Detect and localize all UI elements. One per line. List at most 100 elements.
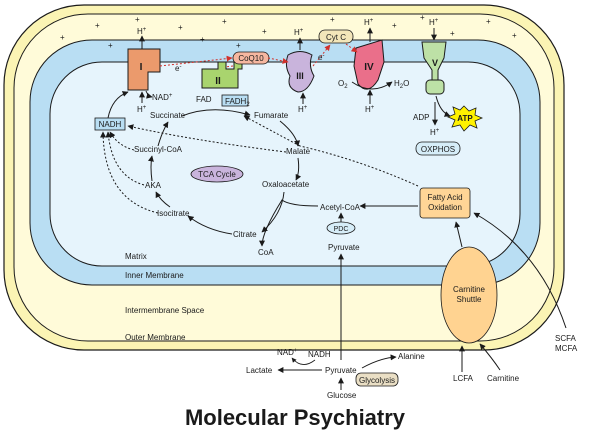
svg-text:+: + — [512, 31, 517, 40]
carnitine-arrow — [479, 343, 501, 371]
svg-text:+: + — [420, 13, 425, 22]
nadh-box-label: NADH — [99, 120, 122, 129]
svg-text:+: + — [222, 17, 227, 26]
h-plus-c4-bottom: H+ — [365, 105, 375, 114]
lactate: Lactate — [246, 366, 273, 375]
complex-v-base — [425, 79, 445, 95]
mcfa-label: MCFA — [555, 344, 578, 353]
svg-text:+: + — [200, 35, 205, 44]
lcfa-label: LCFA — [453, 374, 474, 383]
cytc-label: Cyt C — [326, 33, 346, 42]
h2o-label: H2O — [394, 79, 409, 90]
carnitine-shuttle-line1: Carnitine — [453, 285, 486, 294]
shuttle-to-fao — [454, 221, 463, 248]
pyruvate-to-alanine — [361, 354, 397, 369]
fao-line2: Oxidation — [428, 203, 462, 212]
svg-text:+: + — [108, 41, 113, 50]
svg-text:+: + — [178, 23, 183, 32]
svg-text:+: + — [95, 21, 100, 30]
matrix-label: Matrix — [125, 252, 147, 261]
aka: AKA — [145, 181, 162, 190]
h-plus-c3-bottom: H+ — [298, 105, 308, 114]
h-plus-c5-top: H+ — [429, 18, 439, 27]
nadh-to-nad-curve — [291, 357, 316, 365]
pyruvate-cyto: Pyruvate — [325, 366, 357, 375]
carnitine-label: Carnitine — [487, 374, 520, 383]
coq10-label: CoQ10 — [238, 54, 264, 63]
fadh2-label: FADH2 — [225, 97, 250, 108]
nad-plus-label: NAD+ — [152, 93, 173, 102]
carnitine-shuttle-line2: Shuttle — [457, 295, 482, 304]
o2-label: O2 — [338, 79, 348, 90]
pdc-label: PDC — [334, 226, 349, 233]
svg-text:+: + — [486, 17, 491, 26]
c1-to-nad-arrow — [145, 90, 153, 99]
adp-label: ADP — [413, 113, 429, 122]
h-plus-c1-top: H+ — [137, 27, 147, 36]
complex-i-label: I — [140, 62, 143, 73]
complex-iii — [285, 51, 315, 93]
complex-ii-label: II — [215, 76, 221, 87]
nadh-dotted-arrows — [100, 115, 419, 214]
adp-to-atp-arrow — [435, 95, 451, 117]
pyruvate-matrix: Pyruvate — [328, 243, 360, 252]
inner-membrane-label: Inner Membrane — [125, 271, 184, 280]
nadh-cyto: NADH — [308, 350, 331, 359]
svg-text:+: + — [236, 41, 241, 50]
intermembrane-space-label: Intermembrane Space — [125, 306, 205, 315]
svg-text:+: + — [135, 15, 140, 24]
nadh-to-c1-arrow — [107, 91, 129, 119]
glucose: Glucose — [327, 391, 357, 400]
svg-text:+: + — [450, 29, 455, 38]
succinyl-coa: Succinyl-CoA — [134, 145, 183, 154]
complex-v-label: V — [432, 58, 438, 68]
fao-line1: Fatty Acid — [427, 193, 462, 202]
scfa-label: SCFA — [555, 334, 577, 343]
scfa-mcfa-arrow — [473, 212, 567, 329]
isocitrate: Isocitrate — [157, 209, 190, 218]
matrix — [49, 61, 521, 267]
h-plus-c1-bottom: H+ — [137, 105, 147, 114]
cytc-carrier — [318, 29, 354, 44]
outer-membrane-label: Outer Membrane — [125, 333, 186, 342]
tca-cycle-oval — [190, 165, 244, 183]
electron-label-1: e- — [175, 64, 181, 73]
carnitine-shuttle — [440, 246, 498, 344]
oxphos-box — [415, 141, 461, 156]
h-plus-c5-bottom: H+ — [430, 128, 440, 137]
h-plus-c3-top: H+ — [294, 28, 304, 37]
atp-star — [446, 105, 484, 132]
svg-text:+: + — [392, 21, 397, 30]
tca-cycle-label: TCA Cycle — [198, 170, 236, 179]
malate: Malate — [286, 147, 311, 156]
svg-text:+: + — [60, 33, 65, 42]
mitochondria-diagram: +++ +++ +++ +++ +++ Matrix Inner Membran… — [3, 4, 578, 400]
glycolysis-box — [355, 372, 399, 387]
acetyl-coa: Acetyl-CoA — [320, 203, 361, 212]
complex-iv-label: IV — [364, 62, 374, 73]
succinate: Succinate — [150, 111, 186, 120]
fatty-acid-oxidation-box — [419, 187, 471, 219]
acetylcoa-to-citrate — [259, 199, 319, 247]
h-plus-c4-top: H+ — [364, 18, 374, 27]
svg-text:+: + — [262, 27, 267, 36]
oxphos-label: OXPHOS — [421, 145, 455, 154]
journal-title: Molecular Psychiatry — [184, 405, 406, 430]
coa: CoA — [258, 248, 274, 257]
atp-label: ATP — [457, 114, 473, 123]
citrate: Citrate — [233, 230, 257, 239]
complex-i — [127, 48, 161, 91]
proton-plus-signs: +++ +++ +++ +++ +++ — [60, 13, 517, 50]
nadh-box — [94, 117, 126, 131]
fadh2-box — [221, 94, 249, 107]
nad-plus-cyto: NAD+ — [277, 348, 298, 357]
o2-to-h2o-arrow — [351, 81, 393, 90]
electron-flow — [159, 43, 358, 68]
fad-label: FAD — [196, 95, 212, 104]
alanine: Alanine — [398, 352, 425, 361]
glycolysis-label: Glycolysis — [359, 376, 395, 385]
oxaloacetate: Oxaloacetate — [262, 180, 310, 189]
complex-iii-label: III — [296, 71, 304, 81]
fumarate: Fumarate — [254, 111, 289, 120]
